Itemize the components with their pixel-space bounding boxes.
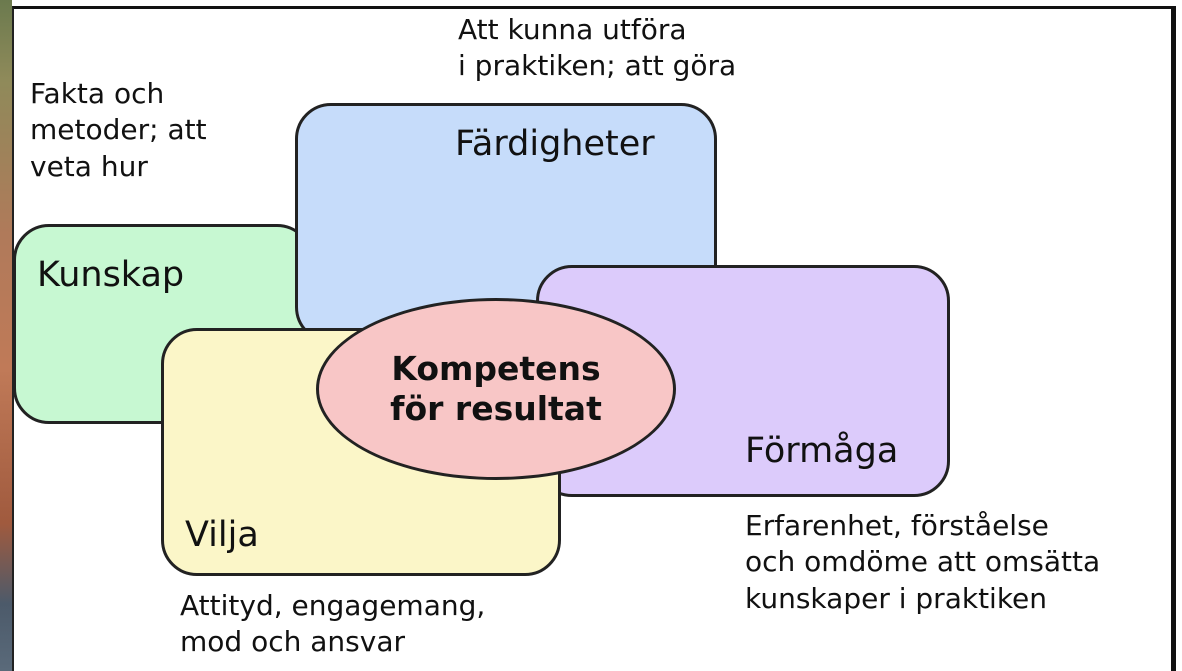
background-image-strip xyxy=(0,0,12,671)
kompetens-line-2: för resultat xyxy=(390,389,602,428)
kompetens-ellipse xyxy=(316,298,676,480)
fardigheter-title: Färdigheter xyxy=(455,124,655,164)
vilja-description: Attityd, engagemang, mod och ansvar xyxy=(180,589,486,659)
vilja-title: Vilja xyxy=(185,515,259,555)
kompetens-label: Kompetens för resultat xyxy=(316,298,676,480)
fardigheter-description: Att kunna utföra i praktiken; att göra xyxy=(458,13,737,83)
formaga-description: Erfarenhet, förståelse och omdöme att om… xyxy=(745,509,1101,615)
kunskap-description: Fakta och metoder; att veta hur xyxy=(30,77,207,183)
kunskap-title: Kunskap xyxy=(37,255,185,295)
formaga-title: Förmåga xyxy=(745,431,899,471)
kompetens-line-1: Kompetens xyxy=(391,349,601,389)
